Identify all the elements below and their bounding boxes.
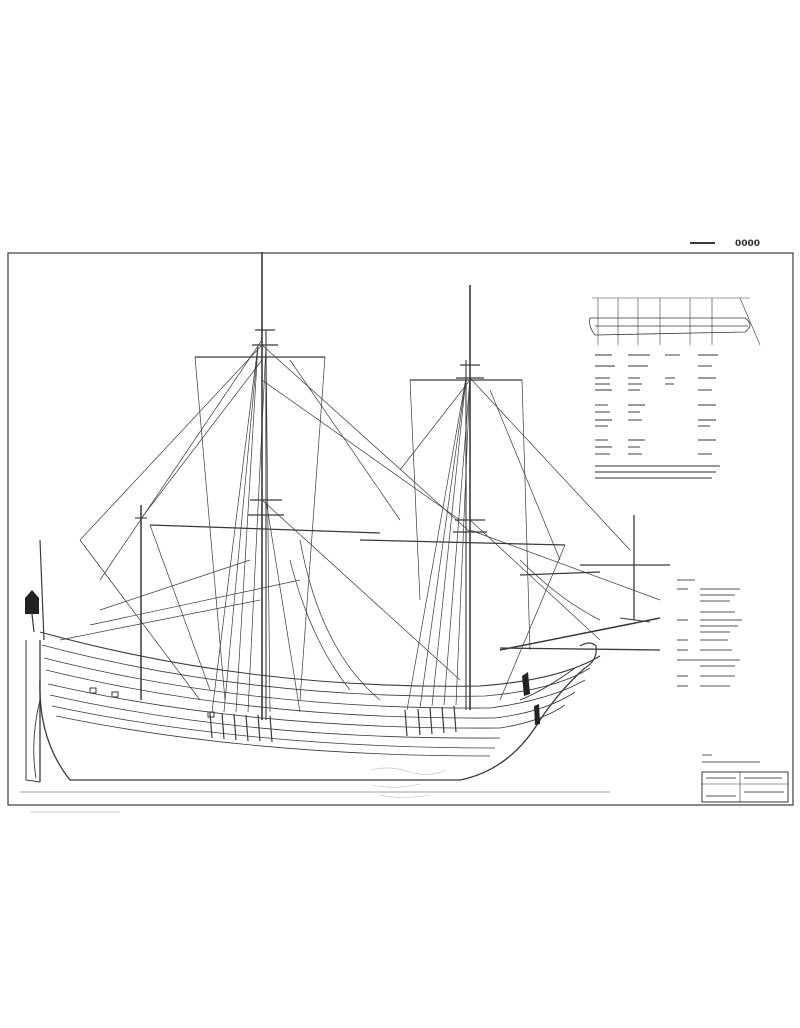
title-block [701, 754, 789, 803]
description-block [677, 579, 742, 687]
yards [149, 356, 670, 651]
sheet-border [7, 252, 794, 806]
notes-table [595, 354, 720, 479]
mizzen-mast [135, 505, 147, 700]
main-mast [248, 252, 284, 720]
rigging [59, 339, 661, 713]
deck-plan [589, 297, 761, 346]
bowsprit [499, 515, 661, 651]
hull [20, 631, 610, 793]
fore-mast [453, 285, 487, 710]
pencil-notes [369, 767, 446, 798]
sheet-number: 0000 [735, 239, 760, 249]
stern-lantern-icon [25, 539, 45, 641]
